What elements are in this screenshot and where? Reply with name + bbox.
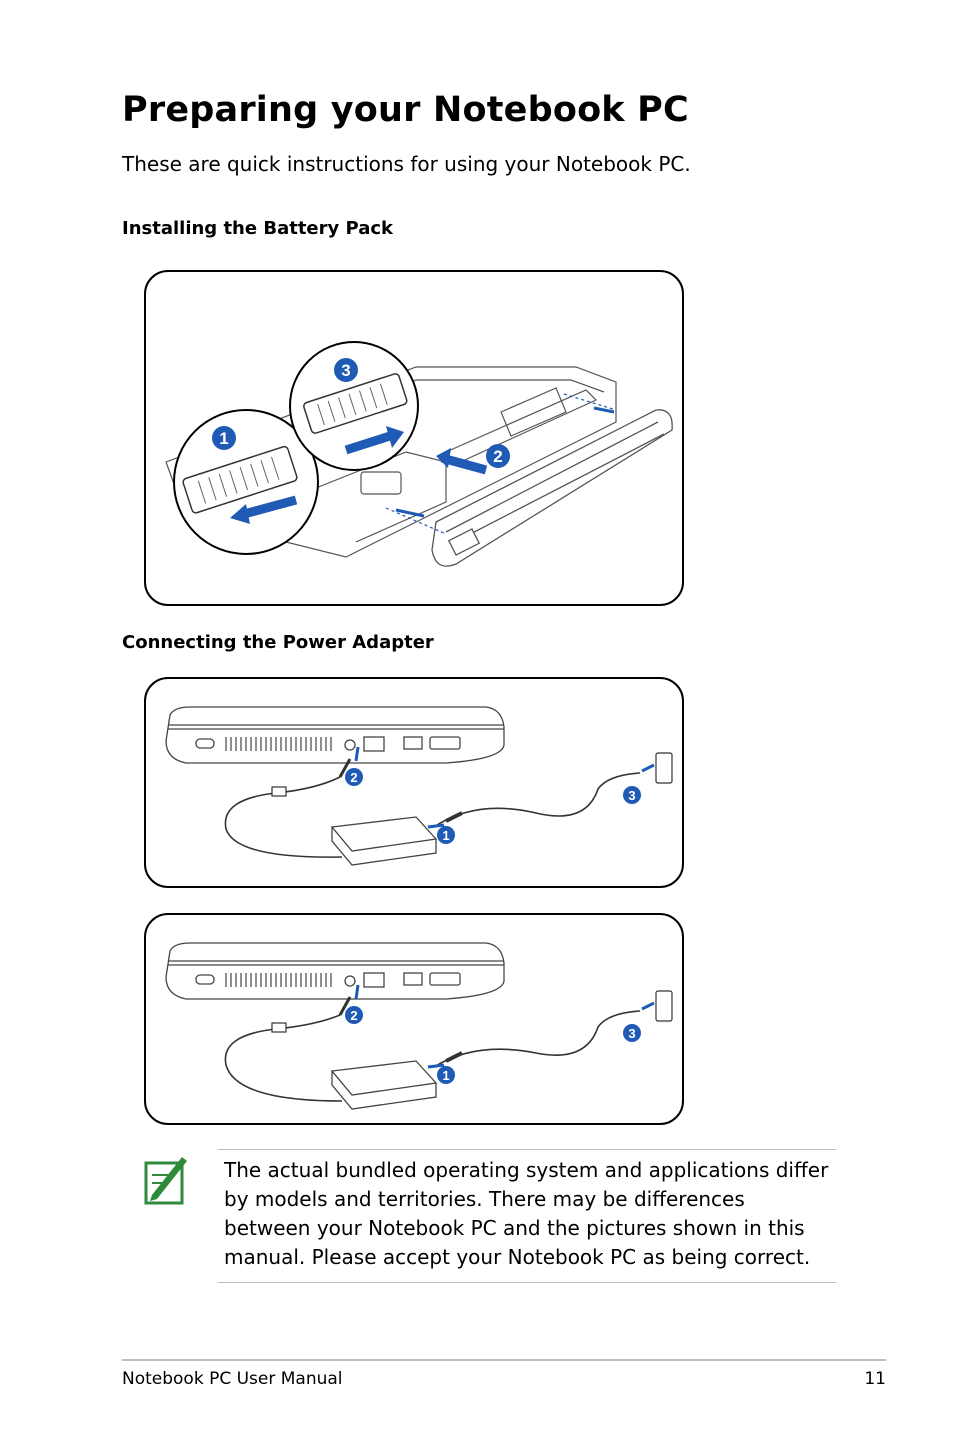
svg-text:1: 1 xyxy=(442,828,449,843)
power-adapter-illustration-1: 1 2 3 xyxy=(165,706,673,866)
power1-step-1-badge: 1 xyxy=(437,826,455,844)
intro-text: These are quick instructions for using y… xyxy=(122,152,691,176)
svg-text:3: 3 xyxy=(341,361,350,380)
note-box: The actual bundled operating system and … xyxy=(218,1149,836,1283)
battery-illustration: 1 2 3 xyxy=(165,341,673,567)
svg-text:2: 2 xyxy=(350,1008,357,1023)
power2-step-1-badge: 1 xyxy=(437,1066,455,1084)
power1-step-3-badge: 3 xyxy=(623,786,641,804)
power-adapter-figure-2: 1 2 3 xyxy=(144,913,684,1125)
svg-text:1: 1 xyxy=(442,1068,449,1083)
battery-install-figure: 1 2 3 xyxy=(144,270,684,606)
battery-section-heading: Installing the Battery Pack xyxy=(122,218,394,239)
footer-manual-title: Notebook PC User Manual xyxy=(122,1369,343,1389)
page-title: Preparing your Notebook PC xyxy=(122,90,689,130)
note-pencil-icon xyxy=(144,1151,188,1206)
power-adapter-illustration-2: 1 2 3 xyxy=(165,942,673,1110)
battery-step-1-badge: 1 xyxy=(212,426,236,450)
svg-text:3: 3 xyxy=(628,1026,635,1041)
power2-step-2-badge: 2 xyxy=(345,1006,363,1024)
svg-text:2: 2 xyxy=(350,770,357,785)
note-text: The actual bundled operating system and … xyxy=(224,1158,829,1269)
battery-step-3-badge: 3 xyxy=(334,358,358,382)
footer-page-number: 11 xyxy=(864,1369,886,1389)
power2-step-3-badge: 3 xyxy=(623,1024,641,1042)
power1-step-2-badge: 2 xyxy=(345,768,363,786)
svg-text:3: 3 xyxy=(628,788,635,803)
battery-step-2-badge: 2 xyxy=(486,444,510,468)
svg-text:1: 1 xyxy=(219,429,228,448)
footer-divider xyxy=(122,1359,886,1361)
power-section-heading: Connecting the Power Adapter xyxy=(122,632,434,653)
svg-text:2: 2 xyxy=(493,447,502,466)
power-adapter-figure-1: 1 2 3 xyxy=(144,677,684,888)
